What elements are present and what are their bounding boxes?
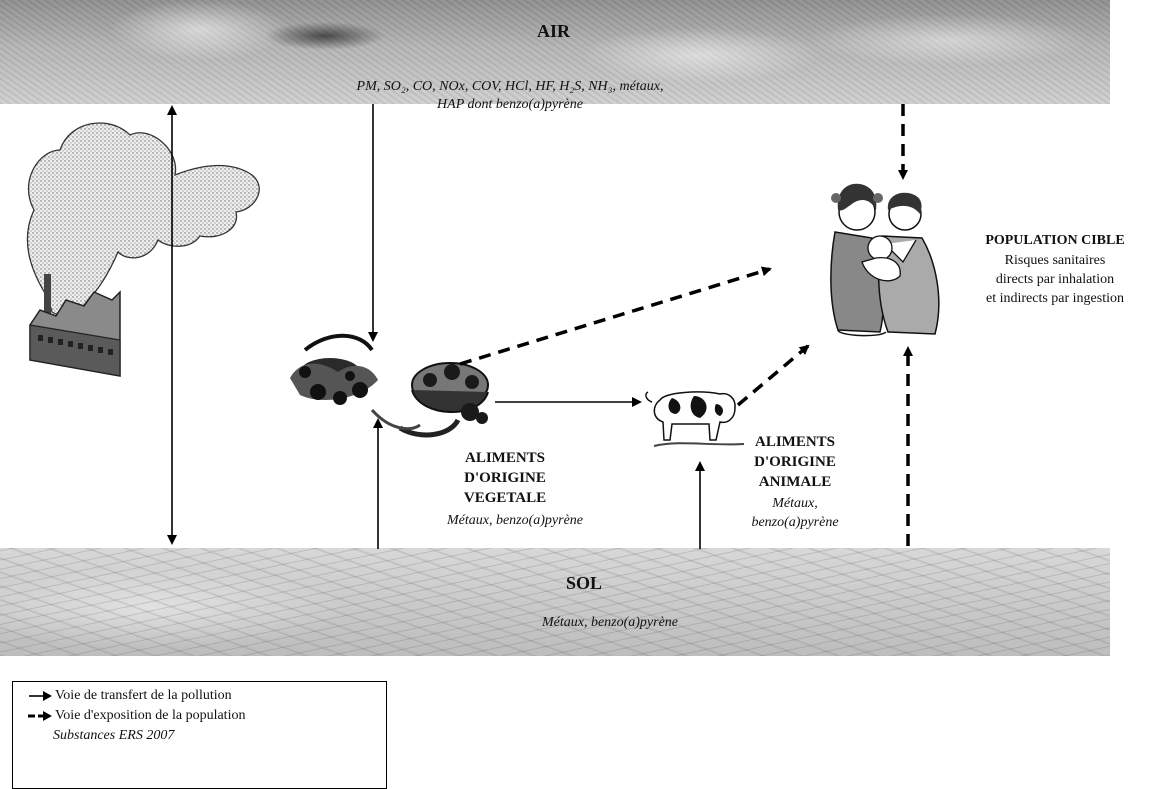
animal-title-line1: ALIMENTS bbox=[720, 433, 870, 452]
vegetal-title-line3: VEGETALE bbox=[425, 489, 585, 508]
legend-note: Substances ERS 2007 bbox=[53, 728, 174, 744]
air-substances-line1: PM, SO₂, CO, NOx, COV, HCl, HF, H₂S, NH₃… bbox=[250, 78, 770, 96]
smoke-plume-icon bbox=[27, 123, 259, 315]
family-icon bbox=[831, 184, 939, 336]
animal-title-line2: D'ORIGINE bbox=[720, 453, 870, 472]
soil-title: SOL bbox=[566, 573, 602, 594]
arrow-animal-to-population bbox=[738, 346, 808, 405]
vegetal-title-line1: ALIMENTS bbox=[425, 449, 585, 468]
animal-title-line3: ANIMALE bbox=[720, 473, 870, 492]
arrow-vegetal-to-population bbox=[460, 269, 770, 364]
vegetal-title-line2: D'ORIGINE bbox=[425, 469, 585, 488]
legend-exposure-label: Voie d'exposition de la population bbox=[55, 708, 245, 724]
legend: Voie de transfert de la pollution Voie d… bbox=[12, 681, 387, 789]
air-title: AIR bbox=[537, 21, 570, 42]
legend-exposure-row: Voie d'exposition de la population bbox=[27, 708, 245, 724]
soil-substances: Métaux, benzo(a)pyrène bbox=[470, 614, 750, 632]
legend-transfer-label: Voie de transfert de la pollution bbox=[55, 688, 232, 704]
air-substances-line2: HAP dont benzo(a)pyrène bbox=[250, 96, 770, 114]
legend-transfer-row: Voie de transfert de la pollution bbox=[27, 688, 232, 704]
animal-substances-line2: benzo(a)pyrène bbox=[720, 514, 870, 532]
vegetables-basket-icon bbox=[290, 336, 488, 435]
population-title: POPULATION CIBLE bbox=[950, 231, 1160, 250]
vegetal-substances: Métaux, benzo(a)pyrène bbox=[415, 512, 615, 530]
solid-arrow-icon bbox=[27, 690, 53, 702]
dashed-arrow-icon bbox=[27, 710, 53, 722]
population-line1: Risques sanitaires bbox=[950, 251, 1160, 270]
population-line2: directs par inhalation bbox=[950, 270, 1160, 289]
population-line3: et indirects par ingestion bbox=[950, 289, 1160, 308]
animal-substances-line1: Métaux, bbox=[720, 495, 870, 513]
